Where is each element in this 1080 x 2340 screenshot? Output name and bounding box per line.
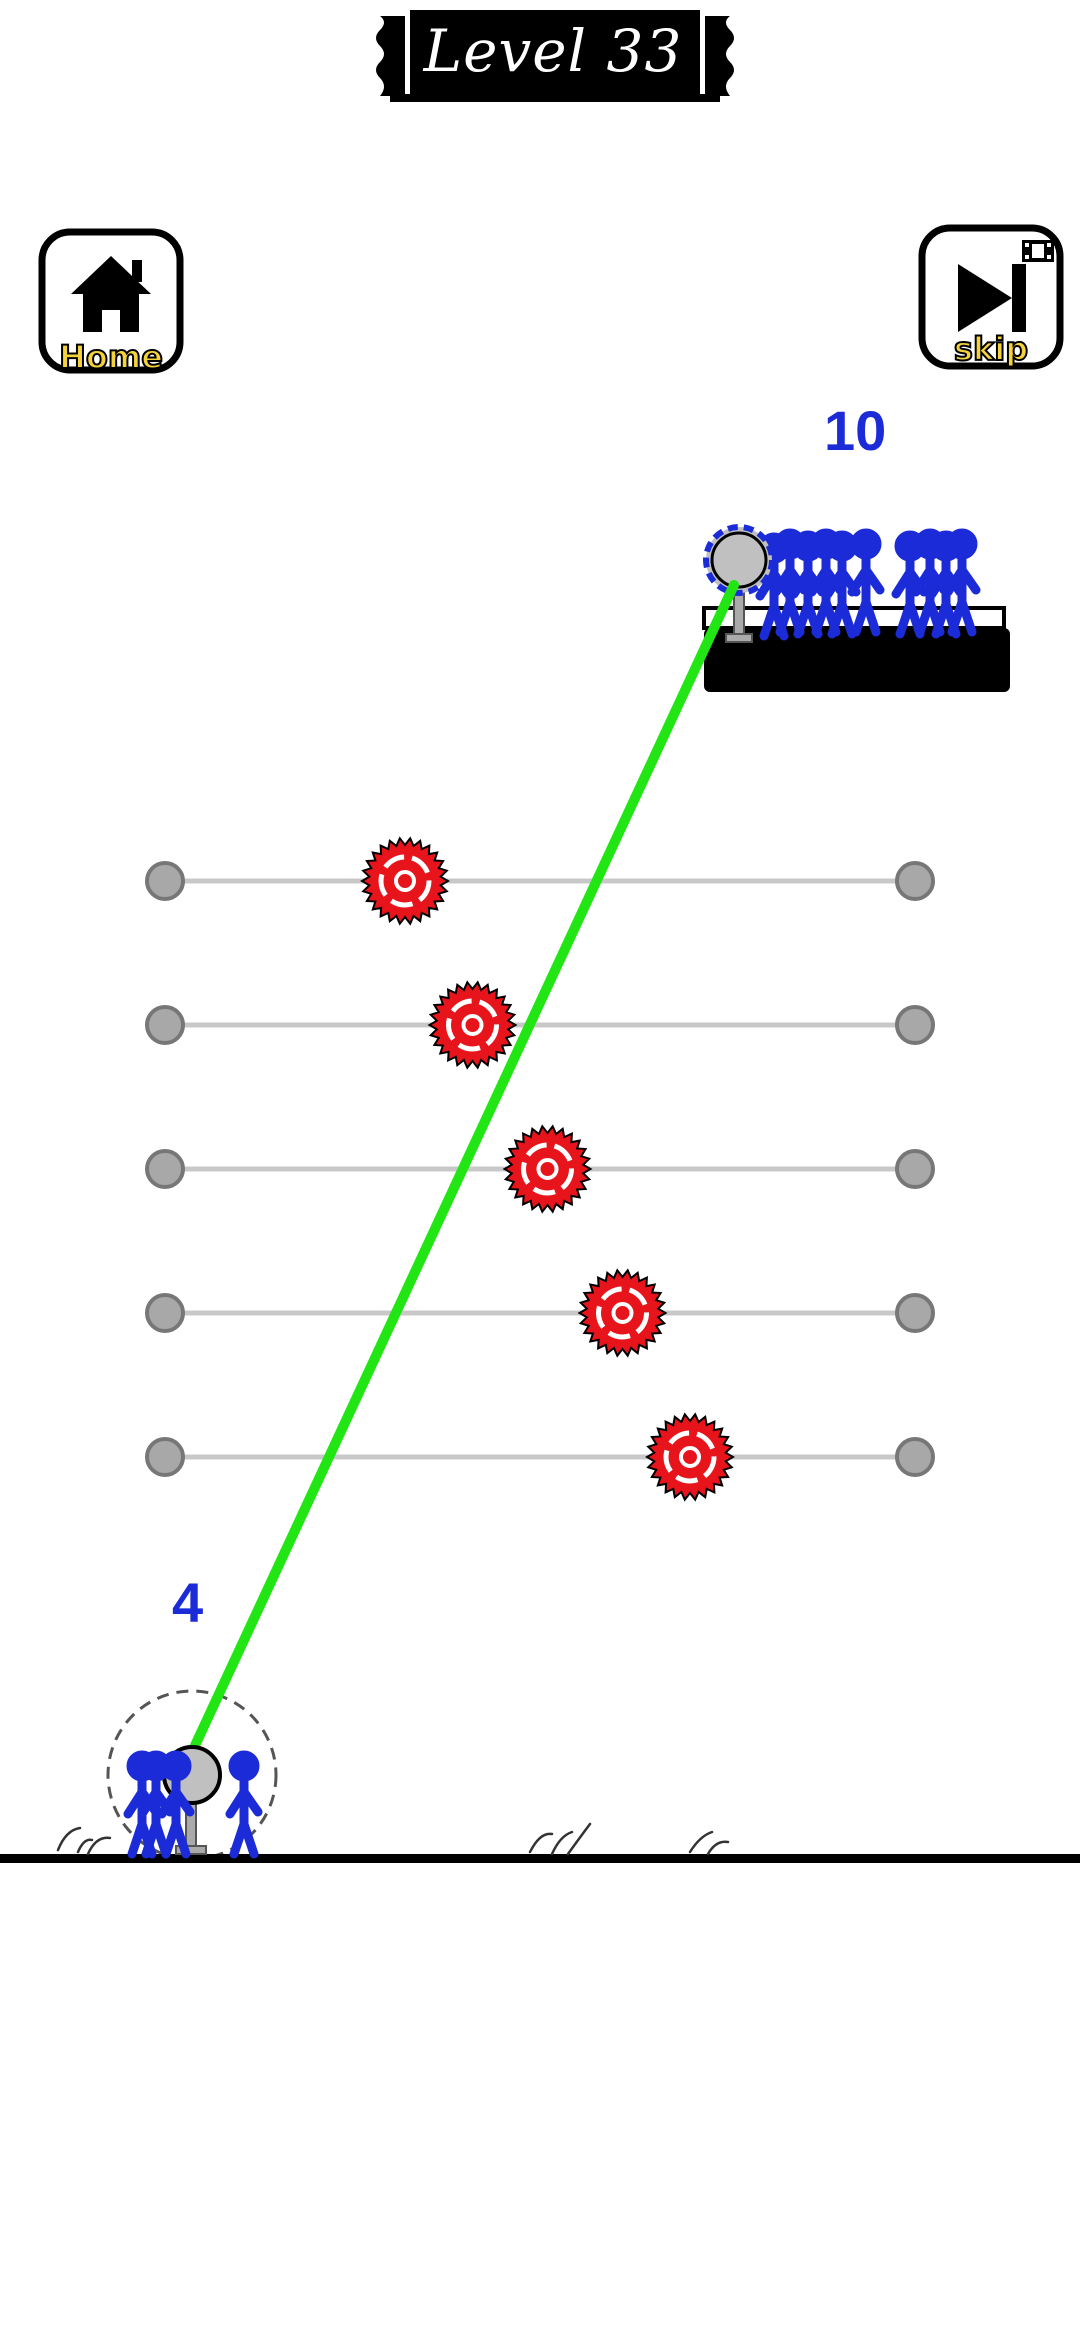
home-icon bbox=[38, 228, 184, 374]
saw-blade bbox=[645, 1412, 735, 1502]
top-anchor-pulley bbox=[703, 524, 775, 643]
grass-tufts bbox=[56, 1822, 730, 1856]
home-button-label: Home bbox=[58, 337, 164, 377]
rail-right-node bbox=[895, 1293, 935, 1333]
rail-right-node bbox=[895, 1437, 935, 1477]
bottom-group-count: 4 bbox=[172, 1571, 204, 1634]
rail-right-node bbox=[895, 1149, 935, 1189]
saw-blade bbox=[360, 836, 450, 926]
saw-blade bbox=[427, 980, 518, 1070]
rail-right-node bbox=[895, 861, 935, 901]
top-stickman-group bbox=[759, 529, 977, 636]
rail-right-node bbox=[895, 1005, 935, 1045]
rail-left-node bbox=[145, 1005, 185, 1045]
top-group-count: 10 bbox=[824, 399, 887, 462]
level-banner bbox=[376, 10, 734, 102]
skip-button-label: skip bbox=[953, 329, 1029, 369]
saw-blade bbox=[577, 1268, 668, 1358]
rail-left-node bbox=[145, 1293, 185, 1333]
rail-left-node bbox=[145, 861, 185, 901]
level-title: Level 33 bbox=[423, 17, 683, 85]
ground-line bbox=[0, 1854, 1080, 1863]
rail-left-node bbox=[145, 1149, 185, 1189]
saw-blade bbox=[502, 1124, 593, 1214]
video-ad-icon bbox=[1022, 240, 1054, 262]
skip-button[interactable]: skip bbox=[916, 222, 1066, 372]
rails bbox=[145, 861, 935, 1477]
skip-forward-icon bbox=[918, 224, 1064, 370]
saw-blades bbox=[360, 836, 735, 1502]
home-button[interactable]: Home bbox=[36, 226, 186, 377]
rail-left-node bbox=[145, 1437, 185, 1477]
rope-line[interactable] bbox=[187, 580, 739, 1757]
